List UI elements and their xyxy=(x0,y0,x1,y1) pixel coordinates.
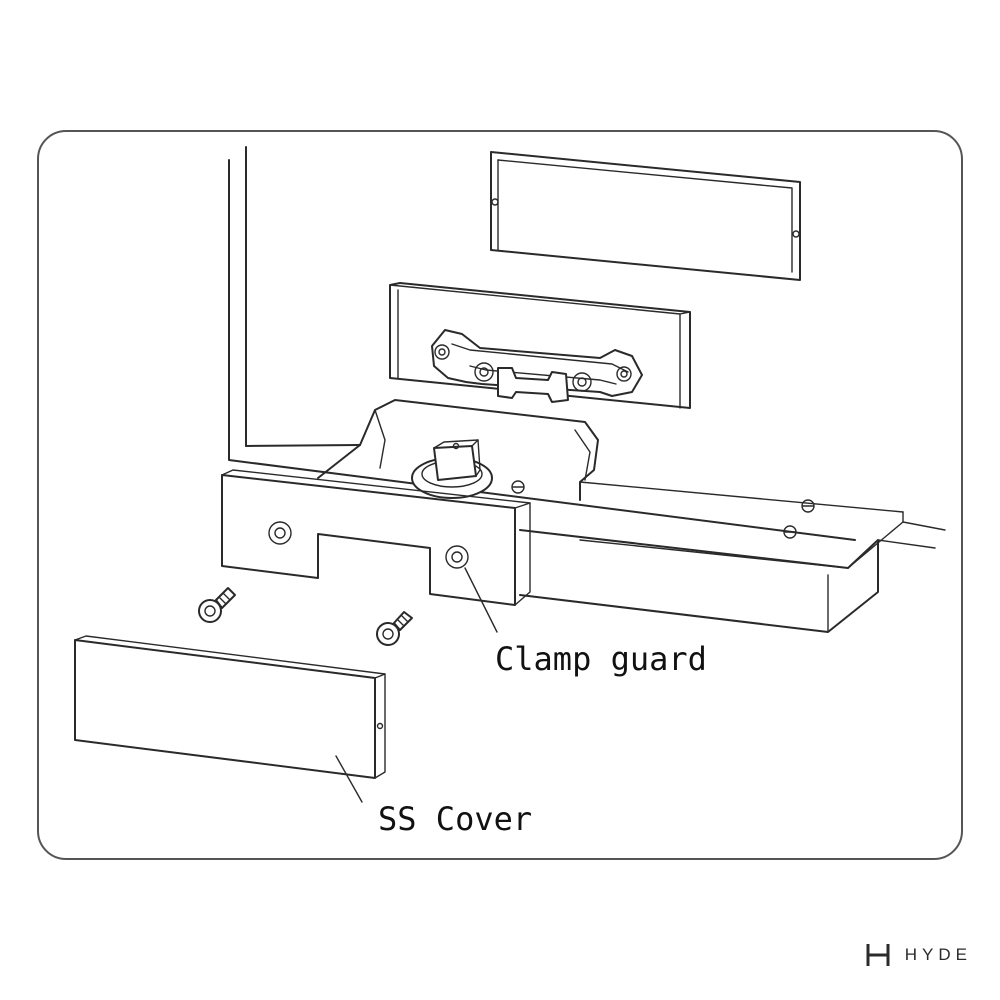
hyde-logo-icon xyxy=(866,944,890,966)
clamp-guard-leader xyxy=(464,567,498,633)
glass-panel xyxy=(228,146,856,541)
ss-cover-label: SS Cover xyxy=(378,800,532,838)
screw-left xyxy=(198,587,236,623)
screw-right xyxy=(376,611,413,646)
clamp-guard xyxy=(221,469,531,606)
top-cover-plate xyxy=(490,151,801,281)
brand-name: HYDE xyxy=(904,945,972,964)
clamp-mechanism xyxy=(431,329,643,403)
brand-logo: HYDE xyxy=(865,942,972,968)
diagram-frame xyxy=(37,130,963,860)
base-plate xyxy=(511,480,946,633)
ss-cover xyxy=(74,635,386,779)
spindle-housing xyxy=(359,399,599,501)
ss-cover-leader xyxy=(335,755,363,803)
clamp-guard-label: Clamp guard xyxy=(495,640,707,678)
